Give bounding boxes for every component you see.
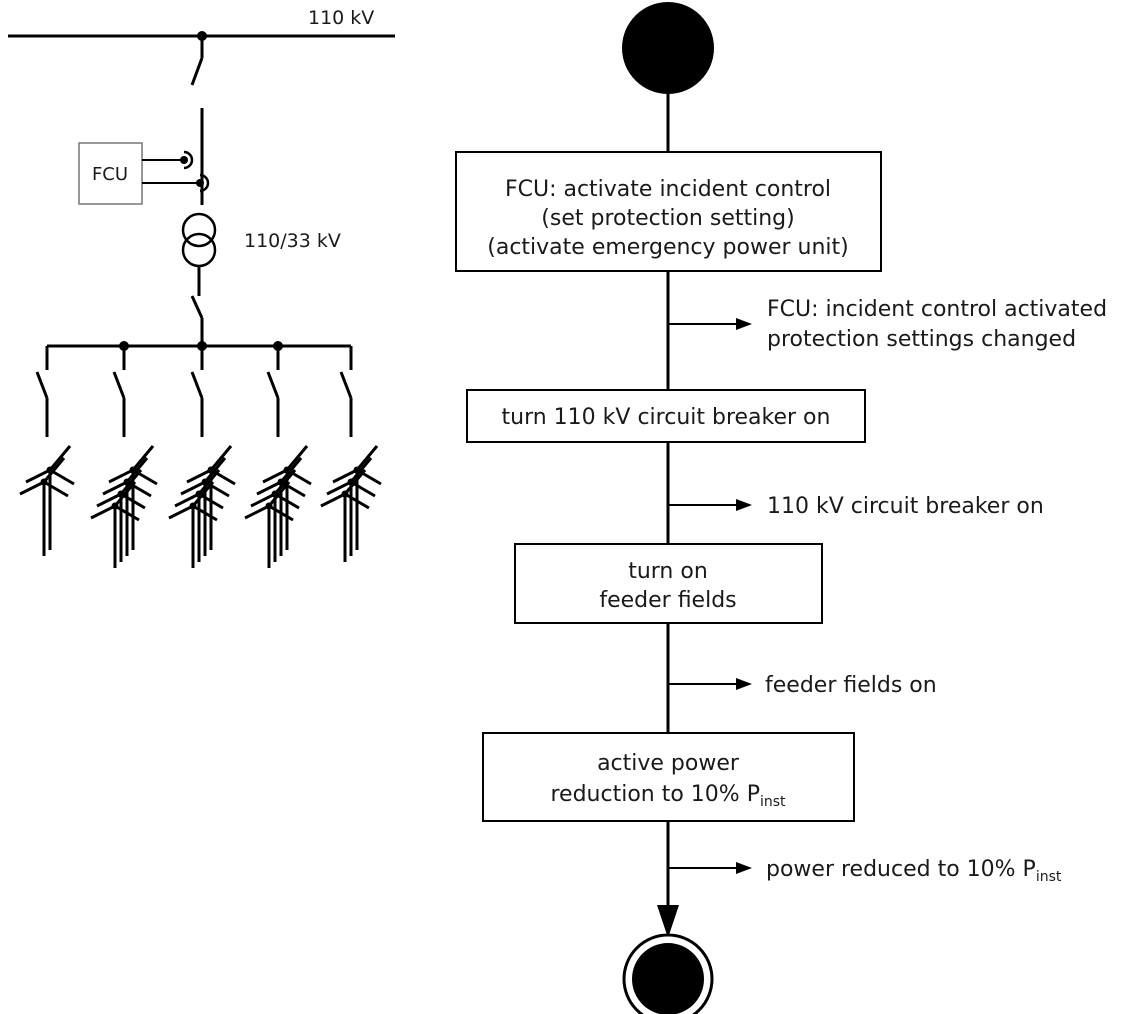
turbine-blade: [279, 457, 303, 483]
signal-text: power reduced to 10% Pinst: [766, 857, 1062, 885]
feeder-switch: [266, 371, 280, 399]
turbine-blade: [191, 481, 215, 507]
sensor-arc: [183, 150, 194, 170]
transformer-winding: [181, 212, 217, 248]
step-box: [482, 732, 855, 822]
turbine-blade: [125, 457, 149, 483]
step-box: [514, 543, 823, 624]
turbine-blade: [108, 468, 134, 484]
sensor-dot: [196, 179, 204, 187]
end-node-core: [632, 943, 704, 1014]
fcu-box: [78, 142, 143, 205]
signal-text: feeder fields on: [765, 673, 937, 698]
signal-text-subscript: inst: [1036, 869, 1062, 885]
signal-arrowhead: [736, 318, 752, 330]
step-text: reduction to 10% Pinst: [550, 782, 786, 810]
signal-text: protection settings changed: [767, 327, 1076, 352]
step-text: turn on: [628, 559, 708, 584]
step-text-main: reduction to 10% P: [550, 782, 759, 807]
transformer-winding: [181, 232, 217, 268]
turbine-blade: [268, 504, 294, 522]
step-box: [466, 389, 866, 443]
turbine-blade: [209, 445, 233, 471]
busbar-label: 110 kV: [308, 7, 374, 29]
turbine-blade: [96, 492, 122, 508]
turbine-blade: [19, 480, 45, 496]
signal-text: FCU: incident control activated: [767, 297, 1107, 322]
turbine-blade: [326, 480, 352, 496]
signal-arrowhead: [736, 499, 752, 511]
sensor-dot: [180, 156, 188, 164]
turbine-blade: [186, 468, 212, 484]
turbine-blade: [43, 480, 69, 498]
signal-arrowhead: [736, 678, 752, 690]
step-box: [455, 151, 882, 272]
step-text: turn 110 kV circuit breaker on: [502, 405, 831, 430]
feeder-switch: [112, 371, 126, 399]
turbine-blade: [114, 504, 140, 522]
turbine-hub: [111, 502, 119, 510]
feeder-bays: [19, 346, 382, 568]
feeder-switch: [339, 371, 353, 399]
turbine-blade: [343, 469, 367, 495]
turbine-blade: [256, 480, 282, 496]
turbine-blade: [119, 469, 143, 495]
turbine-blade: [48, 445, 72, 471]
turbine-hub: [265, 502, 273, 510]
turbine-blade: [273, 469, 297, 495]
turbine-hub: [189, 502, 197, 510]
step-text-subscript: inst: [760, 794, 786, 810]
turbine-blade: [332, 468, 358, 484]
final-arrowhead: [657, 905, 679, 938]
turbine-blade: [320, 492, 346, 508]
turbine-blade: [90, 504, 116, 520]
turbine-blade: [197, 469, 221, 495]
turbine-blade: [42, 457, 66, 483]
turbine-blade: [102, 480, 128, 496]
turbine-hub: [40, 478, 48, 486]
turbine-blade: [344, 492, 370, 510]
turbine-blade: [244, 504, 270, 520]
single-line-diagram: 110 kV FCU 110/33 kV: [8, 7, 395, 568]
feeder-switch: [35, 371, 49, 399]
sensor-arc: [199, 173, 210, 193]
step-text: (set protection setting): [541, 206, 794, 231]
disconnector-top: [190, 57, 204, 86]
turbine-blade: [250, 492, 276, 508]
turbine-blade: [285, 445, 309, 471]
turbine-blade: [113, 481, 137, 507]
turbine-blade: [355, 445, 379, 471]
turbine-blade: [174, 492, 200, 508]
fcu-label: FCU: [92, 164, 128, 185]
turbine-blade: [180, 480, 206, 496]
turbine-blade: [25, 468, 51, 484]
turbine-blade: [203, 457, 227, 483]
turbine-blade: [267, 481, 291, 507]
step-text: (activate emergency power unit): [487, 235, 848, 260]
step-text: feeder fields: [599, 588, 736, 613]
turbine-blade: [192, 504, 218, 522]
flowchart: FCU: activate incident control (set prot…: [455, 2, 1107, 1014]
turbine-blade: [349, 457, 373, 483]
feeder-switch: [190, 371, 204, 399]
signal-text: 110 kV circuit breaker on: [767, 494, 1044, 519]
turbine-blade: [168, 504, 194, 520]
step-text: FCU: activate incident control: [505, 177, 831, 202]
disconnector-bottom: [190, 295, 204, 319]
step-text: active power: [597, 751, 740, 776]
start-node: [622, 2, 714, 94]
transformer-label: 110/33 kV: [244, 230, 341, 252]
signal-arrowhead: [736, 862, 752, 874]
turbine-blade: [262, 468, 288, 484]
turbine-blade: [131, 445, 155, 471]
turbine-hub: [341, 490, 349, 498]
signal-text-main: power reduced to 10% P: [766, 857, 1036, 882]
